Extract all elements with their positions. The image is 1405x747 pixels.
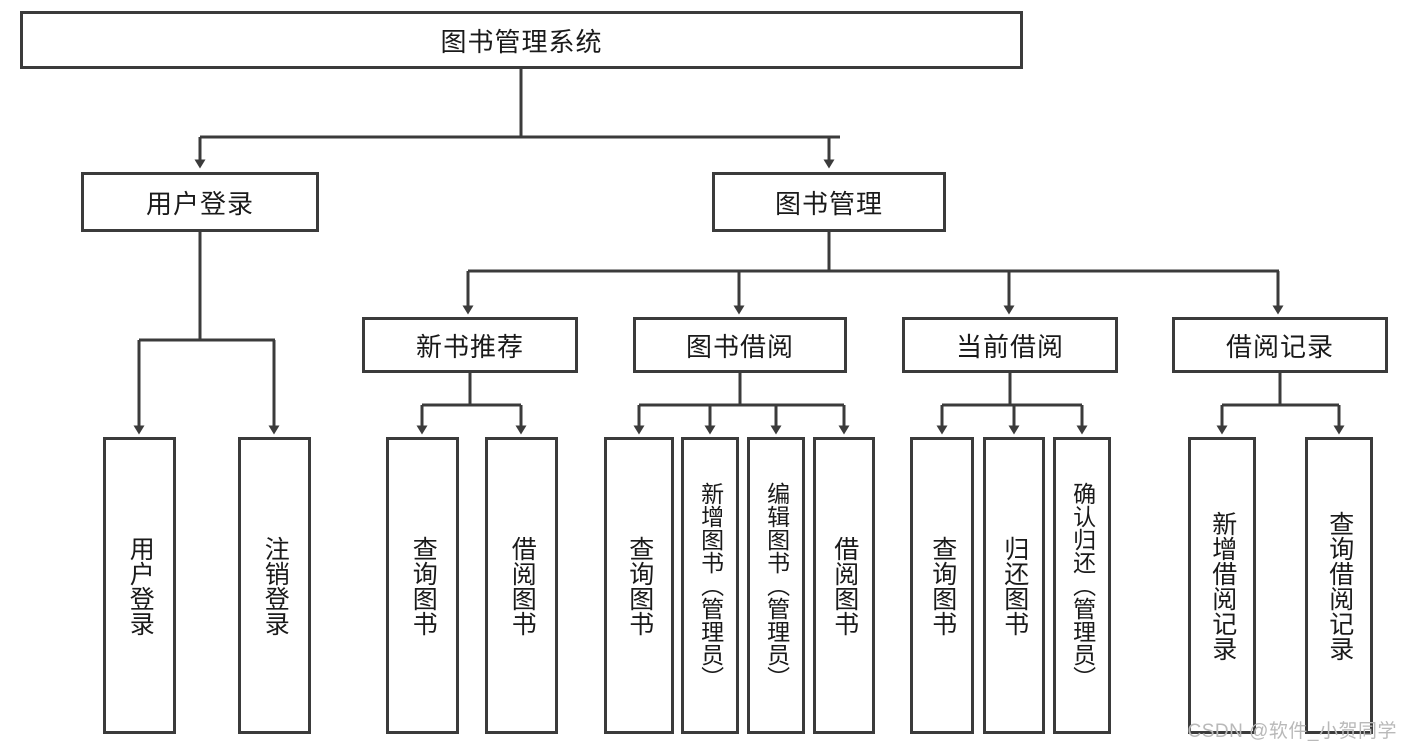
node-root[interactable]: 图书管理系统 xyxy=(20,11,1023,69)
leaf-add-borrow-record[interactable]: 新增借阅记录 xyxy=(1188,437,1256,734)
node-new-book-recommend-label: 新书推荐 xyxy=(415,331,524,362)
leaf-user-login-label: 用户登录 xyxy=(126,535,155,636)
leaf-return-book[interactable]: 归还图书 xyxy=(983,437,1045,734)
leaf-edit-book-admin[interactable]: 编辑图书（管理员） xyxy=(747,437,805,734)
leaf-add-book-admin-label: 新增图书（管理员） xyxy=(697,482,724,689)
leaf-query-borrow-record-label: 查询借阅记录 xyxy=(1325,510,1354,661)
leaf-borrow-book-recommend[interactable]: 借阅图书 xyxy=(485,437,558,734)
leaf-confirm-return-admin-label: 确认归还（管理员） xyxy=(1069,482,1096,689)
node-book-management-label: 图书管理 xyxy=(774,188,883,219)
leaf-add-book-admin[interactable]: 新增图书（管理员） xyxy=(681,437,739,734)
watermark: CSDN @软件_小贺同学 xyxy=(1187,721,1397,742)
leaf-query-book-current-label: 查询图书 xyxy=(928,535,957,636)
leaf-confirm-return-admin[interactable]: 确认归还（管理员） xyxy=(1053,437,1111,734)
leaf-borrow-book[interactable]: 借阅图书 xyxy=(813,437,875,734)
node-new-book-recommend[interactable]: 新书推荐 xyxy=(362,317,578,373)
leaf-borrow-book-label: 借阅图书 xyxy=(830,535,859,636)
node-current-borrow[interactable]: 当前借阅 xyxy=(902,317,1118,373)
node-book-borrow-label: 图书借阅 xyxy=(685,331,794,362)
leaf-borrow-book-recommend-label: 借阅图书 xyxy=(508,535,537,636)
leaf-logout[interactable]: 注销登录 xyxy=(238,437,311,734)
leaf-logout-label: 注销登录 xyxy=(261,535,290,636)
node-borrow-record[interactable]: 借阅记录 xyxy=(1172,317,1388,373)
leaf-query-book-label: 查询图书 xyxy=(625,535,654,636)
node-user-login-label: 用户登录 xyxy=(145,188,254,219)
node-book-borrow[interactable]: 图书借阅 xyxy=(633,317,847,373)
leaf-query-book[interactable]: 查询图书 xyxy=(604,437,674,734)
leaf-query-book-current[interactable]: 查询图书 xyxy=(910,437,974,734)
leaf-query-borrow-record[interactable]: 查询借阅记录 xyxy=(1305,437,1373,734)
leaf-user-login[interactable]: 用户登录 xyxy=(103,437,176,734)
leaf-query-book-recommend[interactable]: 查询图书 xyxy=(386,437,459,734)
node-borrow-record-label: 借阅记录 xyxy=(1225,331,1334,362)
node-root-label: 图书管理系统 xyxy=(440,26,603,57)
leaf-query-book-recommend-label: 查询图书 xyxy=(409,535,438,636)
leaf-return-book-label: 归还图书 xyxy=(1000,535,1029,636)
node-user-login[interactable]: 用户登录 xyxy=(81,172,319,232)
leaf-edit-book-admin-label: 编辑图书（管理员） xyxy=(763,482,790,689)
leaf-add-borrow-record-label: 新增借阅记录 xyxy=(1208,510,1237,661)
node-current-borrow-label: 当前借阅 xyxy=(955,331,1064,362)
node-book-management[interactable]: 图书管理 xyxy=(712,172,946,232)
